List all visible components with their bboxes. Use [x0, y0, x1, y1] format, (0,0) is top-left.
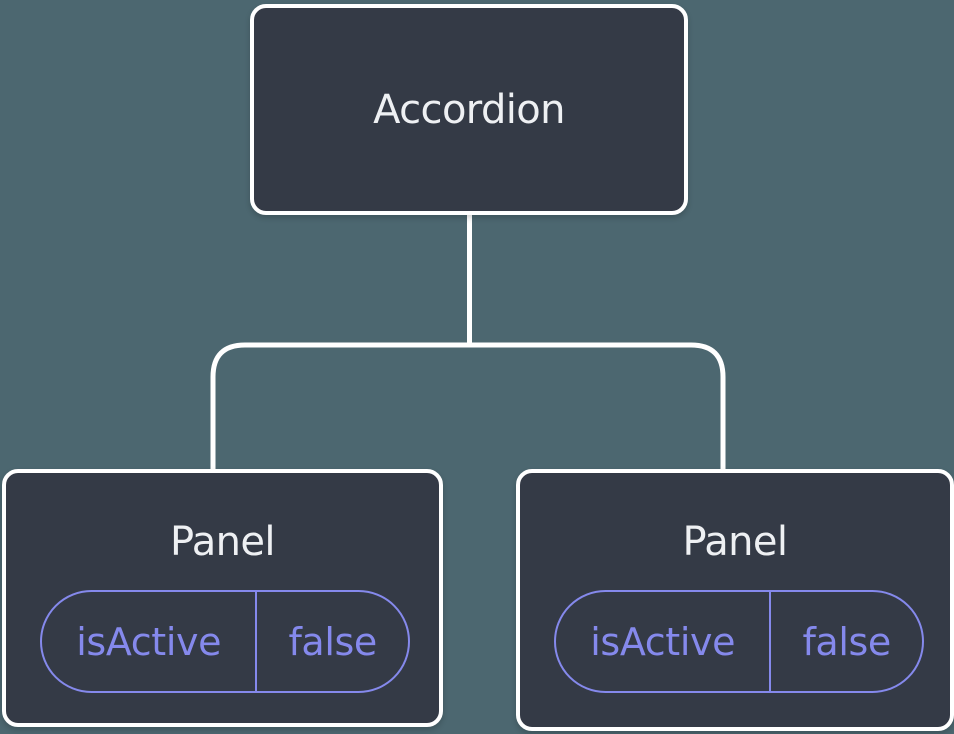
accordion-node-label: Accordion [373, 86, 565, 133]
component-node-panel-right: Panel isActive false [516, 469, 954, 731]
state-key-label: isActive [556, 592, 772, 691]
state-value-label: false [802, 619, 891, 664]
panel-node-label: Panel [170, 519, 276, 565]
state-pill: isActive false [40, 590, 410, 693]
component-node-panel-left: Panel isActive false [2, 469, 443, 727]
component-node-accordion: Accordion [250, 4, 688, 215]
state-key-label: isActive [42, 592, 258, 691]
state-value-label: false [288, 619, 377, 664]
state-pill: isActive false [554, 590, 924, 693]
panel-node-label: Panel [682, 519, 789, 565]
connector-bracket [210, 342, 726, 470]
